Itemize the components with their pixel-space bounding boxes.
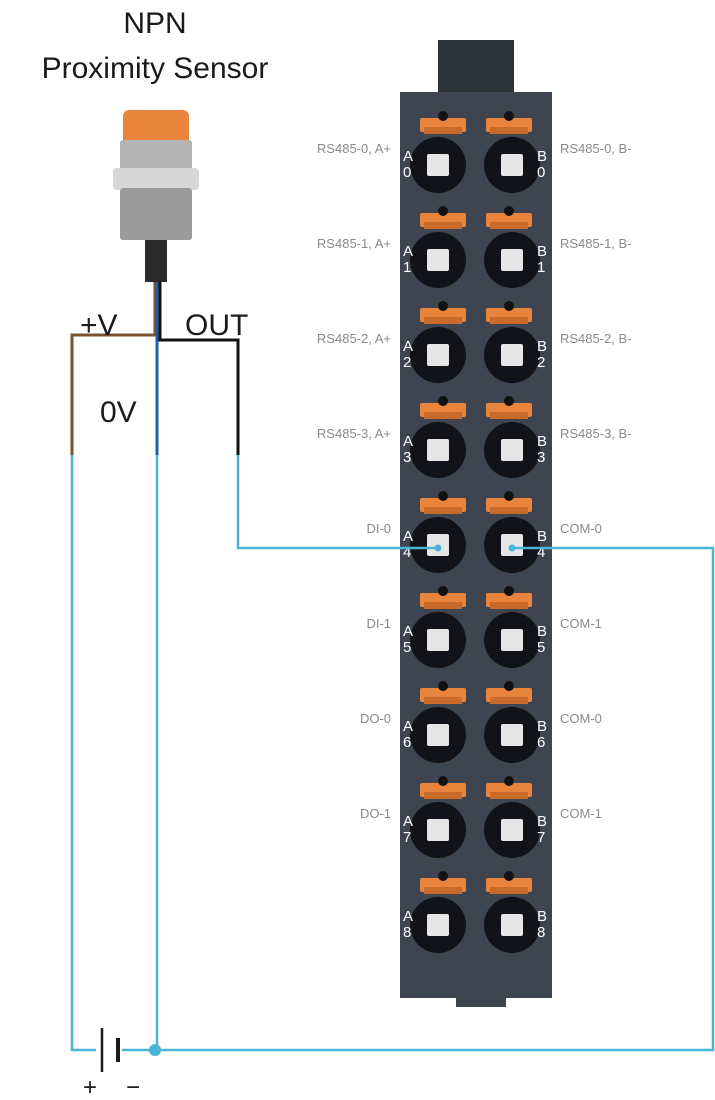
pin-b-index: 7 <box>537 829 545 846</box>
pin-b-letter: B <box>537 243 547 260</box>
pin-a-index: 8 <box>403 924 411 941</box>
pin-b-letter: B <box>537 433 547 450</box>
pin-b-index: 3 <box>537 449 545 466</box>
pin-label-right-1: RS485-1, B- <box>560 236 632 251</box>
pin-a-index: 4 <box>403 544 411 561</box>
sensor-cable-head <box>145 240 167 282</box>
pin-a-letter: A <box>403 243 413 260</box>
wire-out-to-di0 <box>236 455 438 550</box>
pin-a-index: 7 <box>403 829 411 846</box>
pin-label-left-0: RS485-0, A+ <box>317 141 391 156</box>
pin-b-index: 5 <box>537 639 545 656</box>
junction-com0 <box>508 544 516 552</box>
pin-a-index: 0 <box>403 164 411 181</box>
battery <box>96 1025 120 1075</box>
proximity-sensor <box>113 110 199 282</box>
battery-minus-label: − <box>126 1074 140 1100</box>
wire-plus-to-battery <box>70 455 100 1052</box>
wire-label-zero-v: 0V <box>100 396 137 429</box>
wire-label-plus-v: +V <box>80 309 118 342</box>
junction-minus <box>149 1044 161 1056</box>
pin-label-left-4: DI-0 <box>366 521 391 536</box>
pin-a-index: 3 <box>403 449 411 466</box>
wire-com0-to-minus <box>155 546 715 1052</box>
wire-label-out: OUT <box>185 309 248 342</box>
pin-b-index: 0 <box>537 164 545 181</box>
pin-b-index: 8 <box>537 924 545 941</box>
pin-label-right-0: RS485-0, B- <box>560 141 632 156</box>
pin-a-letter: A <box>403 528 413 545</box>
pin-b-letter: B <box>537 718 547 735</box>
pin-b-index: 2 <box>537 354 545 371</box>
pin-a-letter: A <box>403 718 413 735</box>
pin-a-index: 1 <box>403 259 411 276</box>
terminal-latch <box>438 40 514 100</box>
pin-label-left-3: RS485-3, A+ <box>317 426 391 441</box>
pin-b-letter: B <box>537 338 547 355</box>
wire-plus-v <box>70 282 157 455</box>
pin-b-index: 1 <box>537 259 545 276</box>
pin-label-right-6: COM-0 <box>560 711 602 726</box>
sensor-nut <box>113 168 199 190</box>
pin-label-left-1: RS485-1, A+ <box>317 236 391 251</box>
pin-b-letter: B <box>537 148 547 165</box>
pin-a-index: 6 <box>403 734 411 751</box>
wire-out <box>158 282 240 455</box>
sensor-title-line2: Proximity Sensor <box>42 52 269 85</box>
pin-a-letter: A <box>403 813 413 830</box>
pin-a-letter: A <box>403 433 413 450</box>
pin-label-left-6: DO-0 <box>360 711 391 726</box>
pin-a-index: 2 <box>403 354 411 371</box>
sensor-wires <box>70 282 240 455</box>
sensor-nut-upper <box>120 140 192 175</box>
junction-di0 <box>434 544 442 552</box>
pin-label-right-3: RS485-3, B- <box>560 426 632 441</box>
pin-a-letter: A <box>403 623 413 640</box>
pin-label-right-5: COM-1 <box>560 616 602 631</box>
pin-label-right-7: COM-1 <box>560 806 602 821</box>
pin-label-right-4: COM-0 <box>560 521 602 536</box>
connection-wires <box>70 455 715 1056</box>
pin-a-letter: A <box>403 148 413 165</box>
sensor-title-line1: NPN <box>123 7 186 40</box>
pin-b-letter: B <box>537 813 547 830</box>
pin-label-left-2: RS485-2, A+ <box>317 331 391 346</box>
sensor-barrel <box>120 188 192 240</box>
pin-b-letter: B <box>537 623 547 640</box>
terminal-foot <box>456 995 506 1007</box>
pin-a-letter: A <box>403 338 413 355</box>
pin-b-index: 6 <box>537 734 545 751</box>
battery-plus-label: + <box>83 1074 97 1100</box>
pin-label-left-7: DO-1 <box>360 806 391 821</box>
pin-b-letter: B <box>537 908 547 925</box>
pin-a-index: 5 <box>403 639 411 656</box>
pin-label-left-5: DI-1 <box>366 616 391 631</box>
pin-b-index: 4 <box>537 544 545 561</box>
pin-label-right-2: RS485-2, B- <box>560 331 632 346</box>
pin-b-letter: B <box>537 528 547 545</box>
pin-a-letter: A <box>403 908 413 925</box>
